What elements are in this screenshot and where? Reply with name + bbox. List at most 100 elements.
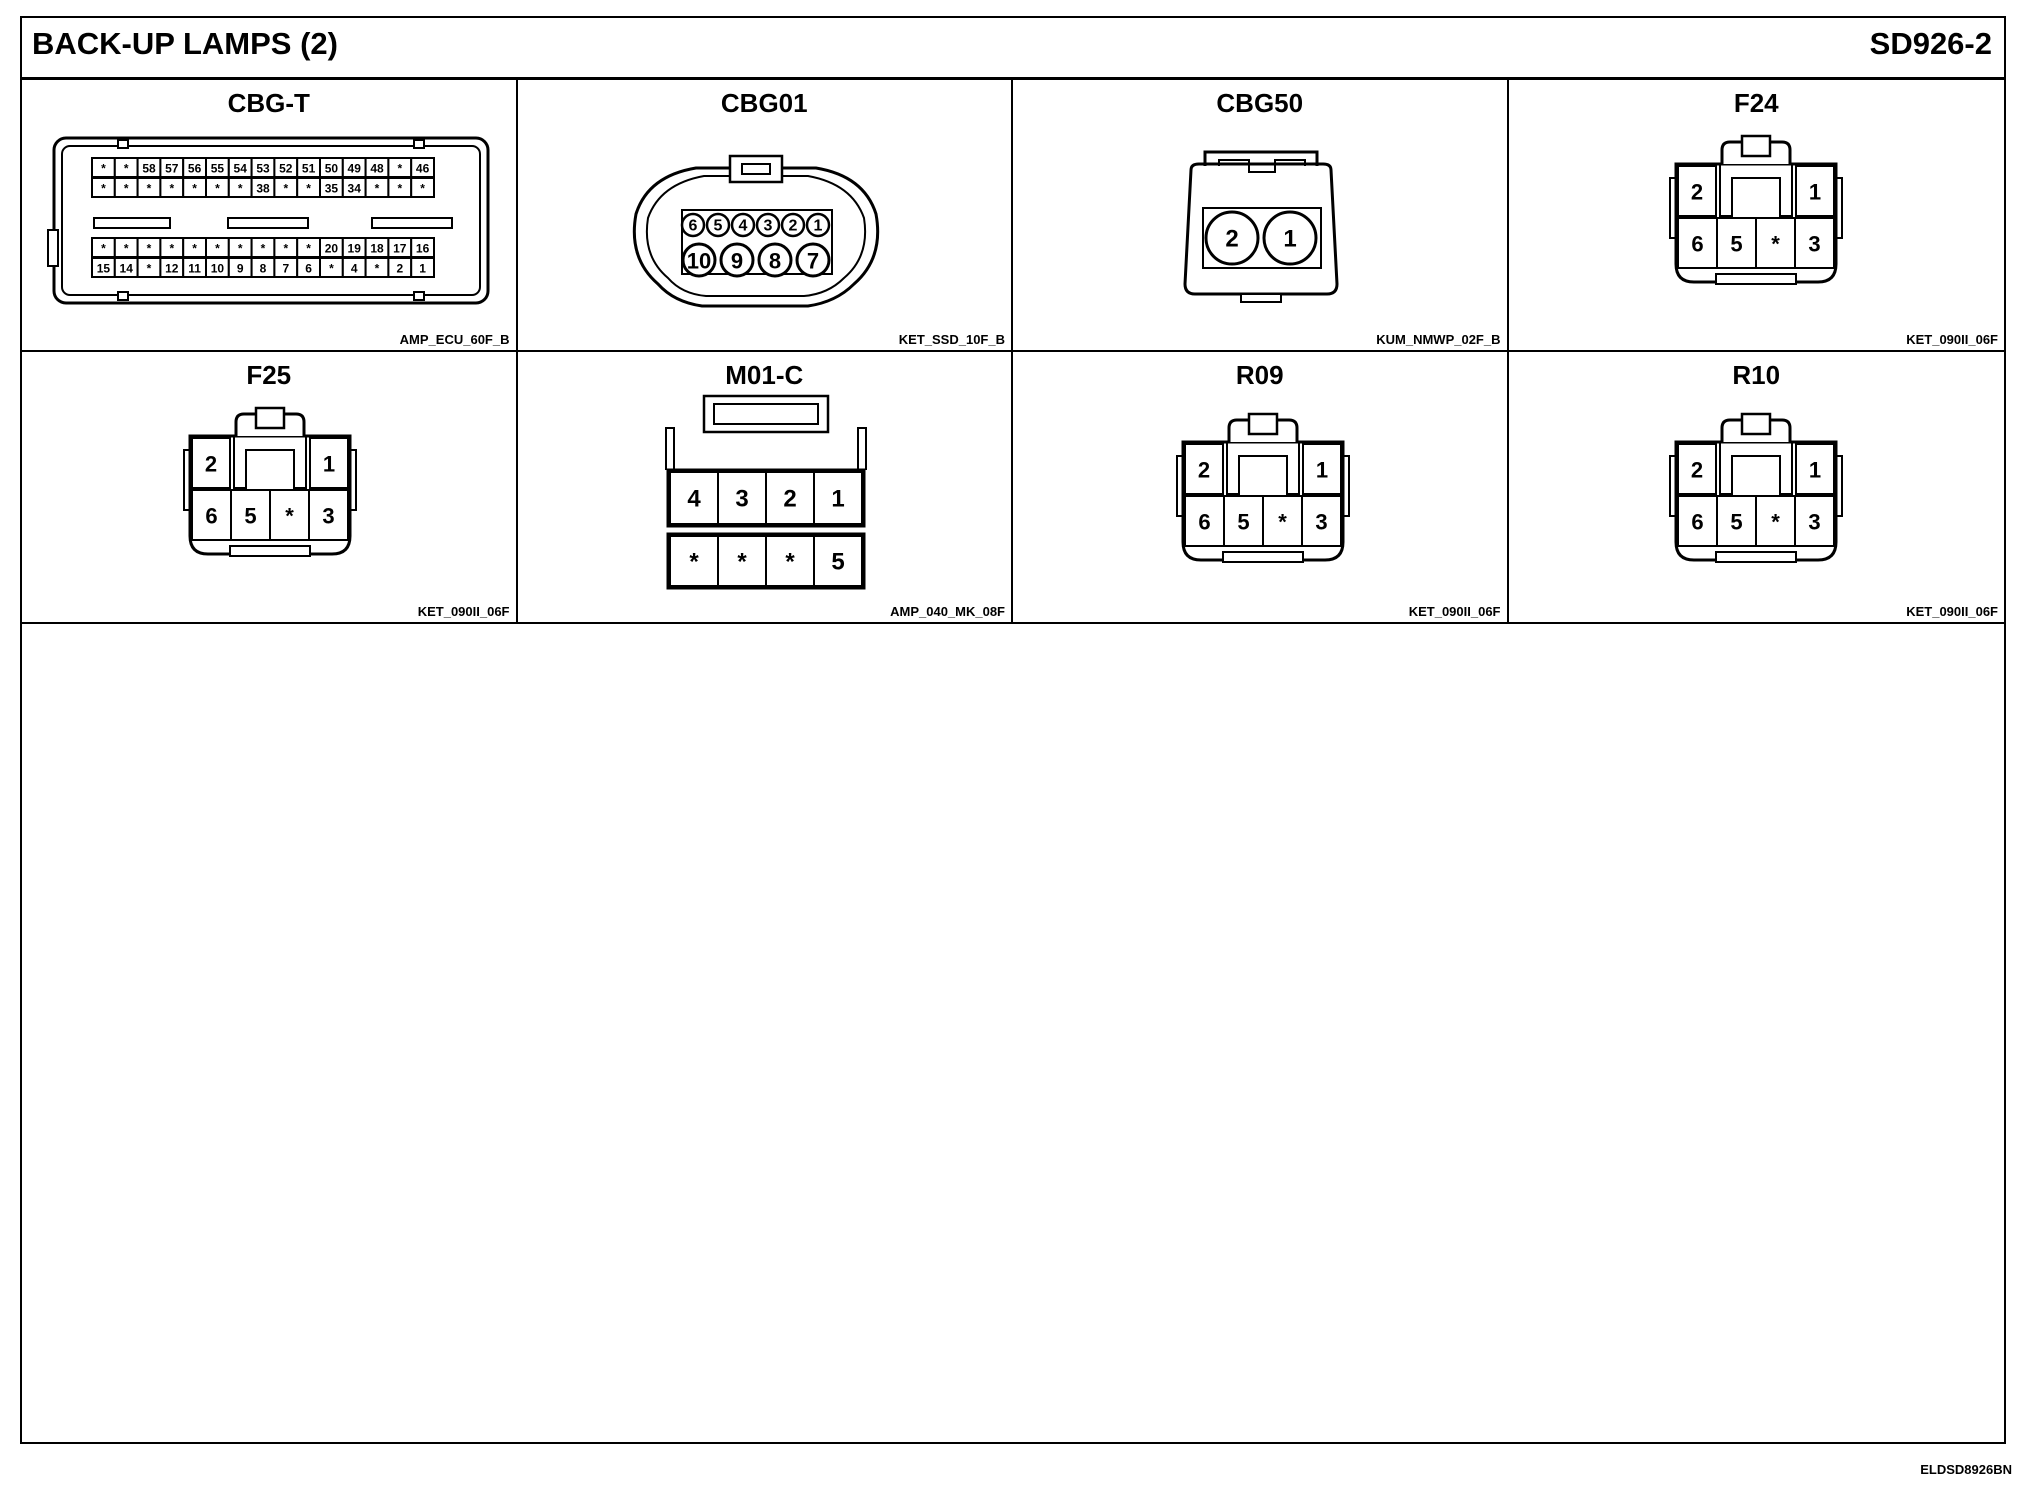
pin-label: * (689, 549, 699, 576)
connector-name: M01-C (725, 360, 804, 390)
connector-code: KUM_NMWP_02F_B (1376, 332, 1501, 347)
pin-circle (1204, 210, 1260, 266)
pin-cell (1754, 495, 1796, 547)
pin-label: 1 (1283, 226, 1296, 253)
pin-label: 2 (396, 262, 403, 276)
pin-label: 6 (1691, 232, 1703, 257)
pin-circle (719, 242, 754, 278)
pin-label: 9 (237, 262, 244, 276)
pin-label: 50 (325, 162, 339, 176)
pin-label: 54 (234, 162, 248, 176)
pin-circle (705, 212, 730, 238)
pin-label: * (147, 242, 152, 256)
pin-cell (668, 535, 719, 587)
pin-label: 6 (305, 262, 312, 276)
connector-name: CBG-T (227, 88, 310, 118)
pin-cell (1302, 443, 1342, 495)
pin-label: 9 (730, 249, 742, 274)
pin-label: 14 (120, 262, 134, 276)
pin-label: 1 (1316, 458, 1328, 483)
pin-cell (191, 489, 232, 541)
pin-label: 20 (325, 242, 339, 256)
pin-label: * (283, 182, 288, 196)
pin-label: 5 (1730, 232, 1742, 257)
pin-label: * (169, 242, 174, 256)
connector-name: R10 (1732, 360, 1781, 390)
pin-cell (410, 257, 436, 278)
pin-cell (1794, 165, 1835, 217)
pin-cell (668, 471, 719, 525)
pin-label: * (306, 182, 311, 196)
pin-circle (680, 212, 705, 238)
pin-label: 4 (687, 486, 701, 513)
pin-cell (410, 177, 436, 198)
pin-label: 38 (256, 182, 270, 196)
pin-label: 2 (205, 452, 217, 477)
pin-label: * (261, 242, 266, 256)
pin-cell (1754, 217, 1796, 269)
title-bar: BACK-UP LAMPS (2) SD926-2 (22, 18, 2004, 80)
connector-code: KET_090II_06F (1408, 604, 1501, 619)
pin-label: * (285, 504, 294, 529)
pin-cell (1793, 495, 1835, 547)
pin-cell (191, 437, 231, 489)
pin-cell (1184, 495, 1225, 547)
connector-code: KET_SSD_10F_B (898, 332, 1005, 347)
pin-label: * (147, 262, 152, 276)
connector-code: AMP_040_MK_08F (890, 604, 1005, 619)
pin-cell (230, 489, 271, 541)
pin-label: 3 (1808, 510, 1820, 535)
pin-label: * (1771, 510, 1780, 535)
connector-code: KET_090II_06F (1906, 332, 1998, 347)
pin-label: 5 (831, 549, 844, 576)
pin-label: * (375, 182, 380, 196)
pin-label: 8 (260, 262, 267, 276)
pin-label: 3 (1315, 510, 1327, 535)
pin-label: 1 (1808, 180, 1820, 205)
pin-label: 10 (686, 249, 710, 274)
pin-cell (1301, 495, 1342, 547)
connector-code: KET_090II_06F (417, 604, 510, 619)
pin-label: * (238, 242, 243, 256)
pin-cell (812, 535, 863, 587)
pin-label: 6 (1198, 510, 1210, 535)
pin-label: 8 (768, 249, 780, 274)
page-code: SD926-2 (1869, 26, 1992, 61)
pin-label: 16 (416, 242, 430, 256)
pin-label: 34 (348, 182, 362, 196)
connector-name: R09 (1235, 360, 1284, 390)
pin-label: 46 (416, 162, 430, 176)
pin-label: * (420, 182, 425, 196)
pin-label: * (397, 162, 402, 176)
pin-label: 3 (735, 486, 748, 513)
pin-label: * (124, 242, 129, 256)
pin-label: 7 (282, 262, 289, 276)
pin-cell (812, 471, 863, 525)
pin-label: 7 (806, 249, 818, 274)
pin-label: 3 (322, 504, 334, 529)
pin-label: 53 (256, 162, 270, 176)
pin-label: * (215, 242, 220, 256)
footer-code: ELDSD8926BN (1920, 1462, 2012, 1477)
pin-label: * (737, 549, 747, 576)
pin-label: 15 (97, 262, 111, 276)
pin-cell (1676, 165, 1717, 217)
pin-label: 58 (142, 162, 156, 176)
pin-label: * (192, 242, 197, 256)
pin-label: * (375, 262, 380, 276)
pin-label: * (306, 242, 311, 256)
pin-circle (755, 212, 780, 238)
pin-label: 11 (188, 262, 201, 276)
pin-label: 1 (419, 262, 426, 276)
pin-label: 6 (688, 218, 697, 235)
pin-label: 17 (393, 242, 407, 256)
